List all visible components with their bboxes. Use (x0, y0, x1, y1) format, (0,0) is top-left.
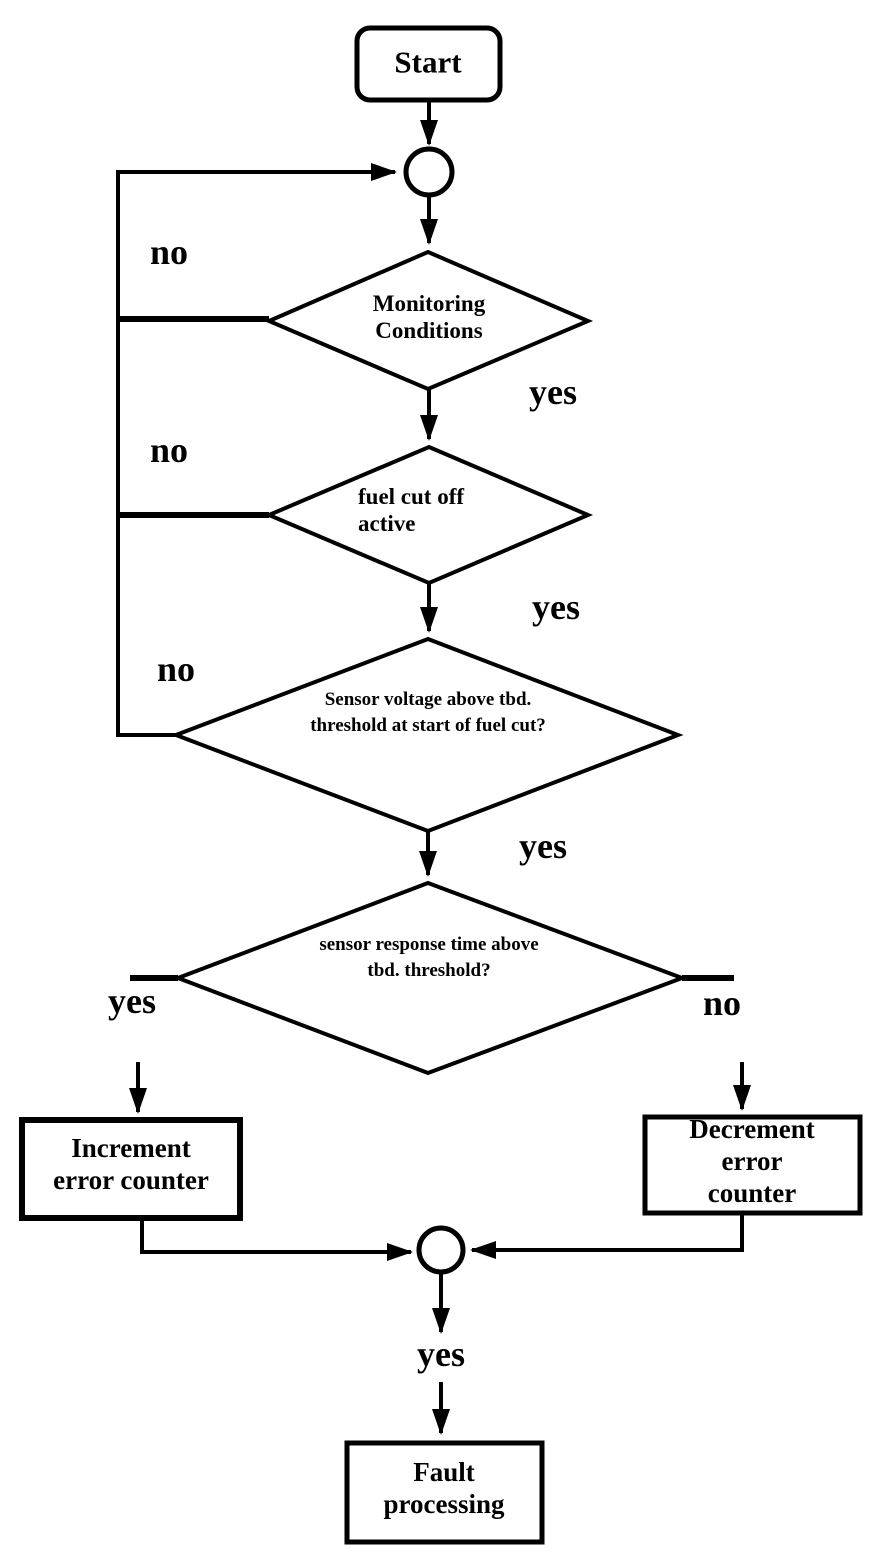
decision-diamond-2 (263, 444, 594, 586)
fault-node-label: Fault processing (383, 1456, 505, 1519)
decrement-process-node (642, 1114, 863, 1216)
junction-circle-top (403, 146, 455, 198)
edge-label-yes-merge: yes (417, 1334, 465, 1374)
line-decrement-to-junction (470, 1213, 744, 1259)
fault-process-node (344, 1440, 545, 1545)
line-increment-to-junction (140, 1218, 413, 1261)
junction-circle-bottom (416, 1225, 466, 1275)
start-node (354, 25, 503, 103)
decision-4-label: sensor response time above tbd. threshol… (319, 933, 539, 981)
edge-label-no-1: no (149, 232, 189, 272)
edge-label-yes-2: yes (532, 587, 580, 627)
decision-2-label: fuel cut off active (358, 483, 465, 536)
decision-diamond-4 (172, 880, 688, 1076)
no-loop-line (116, 163, 397, 737)
increment-process-node (19, 1117, 243, 1221)
start-node-label: Start (394, 44, 462, 80)
decision-diamond-1 (263, 249, 594, 392)
edge-label-no-4: no (702, 983, 742, 1023)
decision-3-label: Sensor voltage above tbd. threshold at s… (310, 688, 546, 736)
edge-label-yes-3: yes (519, 826, 567, 866)
decision-1-label: Monitoring Conditions (372, 290, 486, 343)
decision-diamond-3 (170, 636, 684, 834)
edge-label-no-3: no (156, 649, 196, 689)
edge-label-yes-1: yes (529, 372, 577, 412)
edge-label-no-2: no (149, 430, 189, 470)
edge-label-yes-4: yes (108, 981, 156, 1021)
increment-node-label: Increment error counter (53, 1132, 209, 1195)
decrement-node-label: Decrement error counter (689, 1113, 815, 1209)
